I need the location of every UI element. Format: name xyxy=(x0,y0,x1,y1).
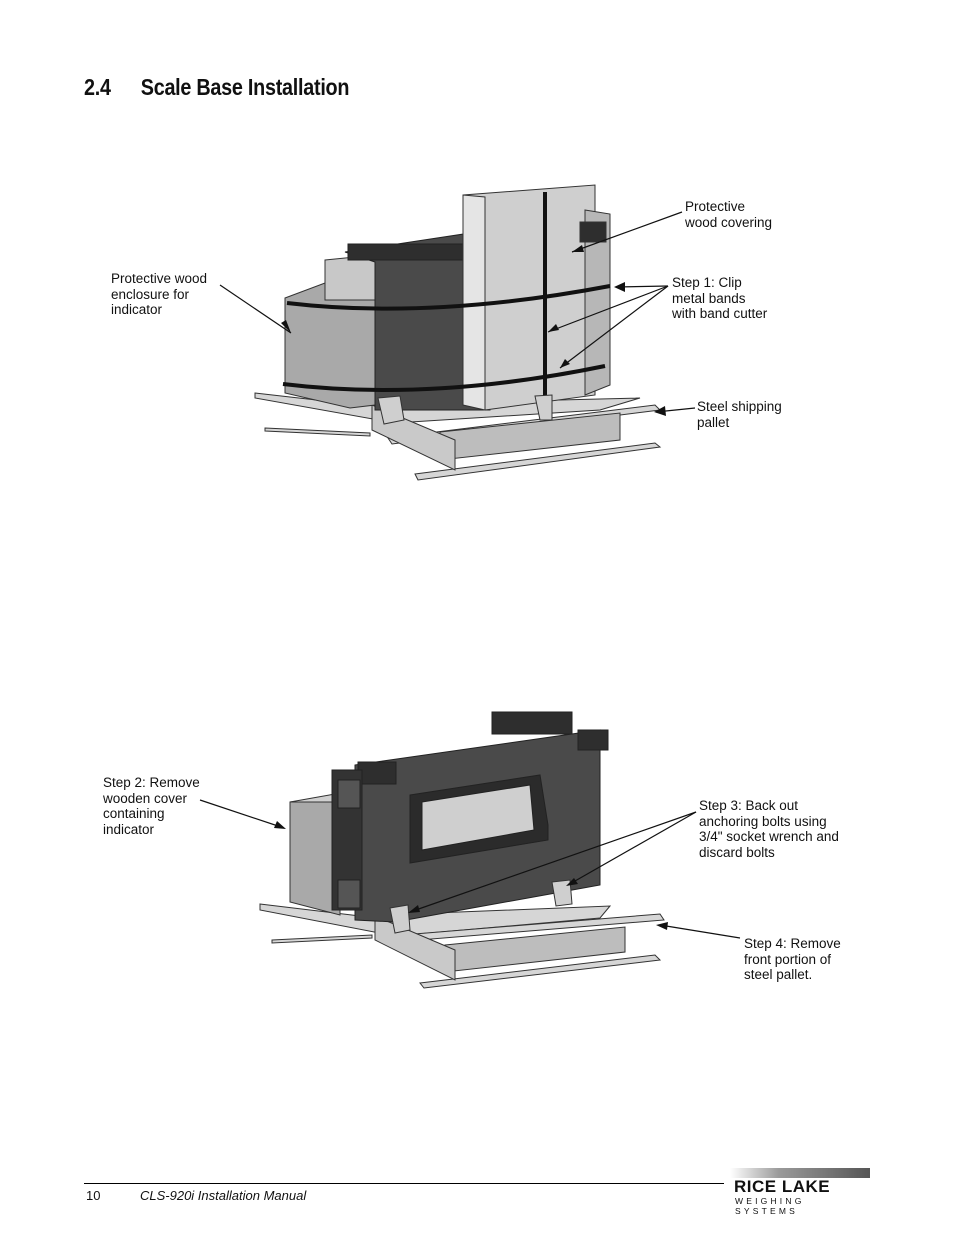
bolt-brackets xyxy=(389,879,573,934)
steel-pallet xyxy=(259,903,665,989)
callout-step2: Step 2: Remove wooden cover containing i… xyxy=(103,775,200,837)
section-number: 2.4 xyxy=(84,74,111,100)
callout-protective-wood-covering: Protective wood covering xyxy=(685,199,773,230)
indicator-enclosure xyxy=(284,254,376,409)
unpacked-scale-illustration xyxy=(199,711,741,989)
bolt-brackets xyxy=(377,394,553,425)
logo-name: RICE LAKE xyxy=(734,1177,831,1196)
figure-packaged-scale: Protective wood covering Protective wood… xyxy=(0,0,954,520)
arrowheads xyxy=(281,245,666,416)
callout-step3: Step 3: Back out anchoring bolts using 3… xyxy=(699,798,839,860)
logo-subtitle: WEIGHING SYSTEMS xyxy=(735,1196,805,1216)
packaged-scale-illustration xyxy=(219,184,696,481)
arrowheads xyxy=(274,821,668,930)
leader-lines xyxy=(199,799,741,939)
callout-protective-wood-enclosure: Protective wood enclosure for indicator xyxy=(111,271,208,317)
section-heading: 2.4 Scale Base Installation xyxy=(84,74,349,101)
callout-step1: Step 1: Clip metal bands with band cutte… xyxy=(672,275,768,321)
metal-bands xyxy=(282,192,611,405)
scale-body xyxy=(331,711,609,923)
callout-steel-shipping-pallet: Steel shipping pallet xyxy=(697,399,782,430)
logo-stripe xyxy=(730,1168,870,1178)
figure-unpacking-scale: Step 2: Remove wooden cover containing i… xyxy=(0,690,954,1010)
footer-rule xyxy=(84,1183,724,1184)
page-number: 10 xyxy=(86,1188,101,1203)
callout-step4: Step 4: Remove front portion of steel pa… xyxy=(744,936,841,982)
manual-title: CLS-920i Installation Manual xyxy=(140,1188,307,1203)
rice-lake-logo: RICE LAKE WEIGHING SYSTEMS xyxy=(730,1168,870,1216)
section-title: Scale Base Installation xyxy=(140,74,350,100)
